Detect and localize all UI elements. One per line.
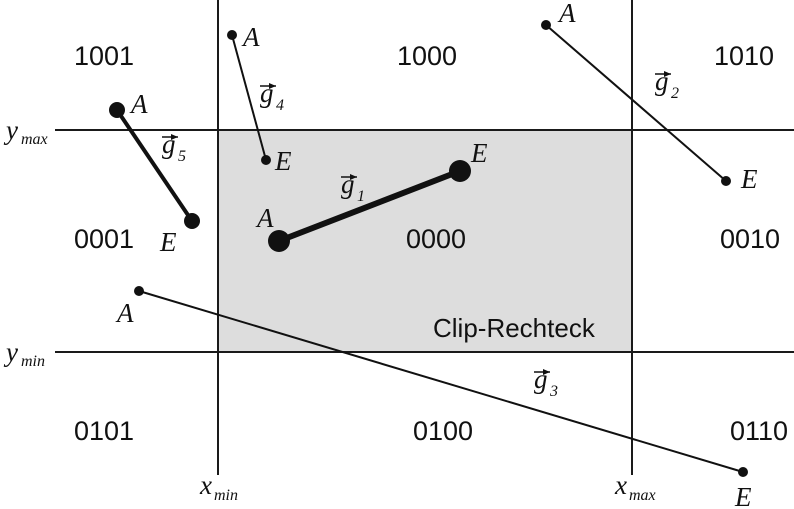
- svg-text:min: min: [21, 353, 45, 370]
- x-max-label: x max: [614, 470, 656, 504]
- segment-g1-start-label: A: [255, 203, 274, 233]
- code-bot-left: 0101: [74, 416, 134, 446]
- svg-text:y: y: [3, 337, 18, 367]
- segment-g4-end-point: [261, 155, 271, 165]
- segment-g5: A E g 5: [109, 89, 200, 257]
- segment-g3-name: g: [534, 364, 548, 394]
- code-top-mid: 1000: [397, 41, 457, 71]
- segment-g3-end-label: E: [734, 482, 752, 509]
- segment-g5-end-point: [184, 213, 200, 229]
- segment-g5-name: g: [162, 129, 176, 159]
- code-mid-right: 0010: [720, 224, 780, 254]
- segment-g1-line: [277, 168, 462, 244]
- code-top-right: 1010: [714, 41, 774, 71]
- segment-g2-name: g: [655, 66, 669, 96]
- clip-rectangle-label: Clip-Rechteck: [433, 313, 596, 343]
- code-bot-right: 0110: [730, 416, 788, 446]
- segment-g1-sub: 1: [357, 188, 365, 205]
- segment-g5-start-label: A: [129, 89, 148, 119]
- segment-g1-end-point: [449, 160, 471, 182]
- segment-g3: A E g 3: [115, 286, 752, 509]
- y-max-label: y max: [3, 115, 48, 148]
- segment-g4-line: [231, 34, 267, 161]
- segment-g1: A E g 1: [255, 138, 488, 252]
- segment-g4-start-label: A: [241, 22, 260, 52]
- segment-g4-end-label: E: [274, 146, 292, 176]
- segment-g5-line: [115, 108, 194, 223]
- svg-text:y: y: [3, 115, 18, 145]
- svg-text:x: x: [614, 470, 627, 500]
- segment-g2-start-point: [541, 20, 551, 30]
- code-bot-mid: 0100: [413, 416, 473, 446]
- segment-g3-line: [138, 290, 744, 473]
- segment-g3-end-point: [738, 467, 748, 477]
- segment-g5-start-point: [109, 102, 125, 118]
- segment-g2-end-point: [721, 176, 731, 186]
- segment-g4-name: g: [260, 78, 274, 108]
- segment-g5-end-label: E: [159, 227, 177, 257]
- segment-g2-line: [545, 24, 727, 182]
- segment-g2: A E g 2: [541, 0, 758, 194]
- code-top-left: 1001: [74, 41, 134, 71]
- segment-g3-start-point: [134, 286, 144, 296]
- code-mid-left: 0001: [74, 224, 134, 254]
- svg-text:max: max: [21, 131, 48, 148]
- code-center: 0000: [406, 224, 466, 254]
- x-min-label: x min: [199, 470, 238, 504]
- y-min-label: y min: [3, 337, 45, 370]
- segment-g3-start-label: A: [115, 298, 134, 328]
- segment-g4: A E g 4: [227, 22, 292, 176]
- segment-g1-end-label: E: [470, 138, 488, 168]
- svg-text:max: max: [629, 487, 656, 504]
- segment-g2-sub: 2: [671, 85, 679, 102]
- svg-text:min: min: [214, 487, 238, 504]
- segment-g2-end-label: E: [740, 164, 758, 194]
- segment-g5-sub: 5: [178, 148, 186, 165]
- segment-g2-start-label: A: [557, 0, 576, 28]
- svg-text:x: x: [199, 470, 212, 500]
- segment-g1-name: g: [341, 169, 355, 199]
- segment-g1-start-point: [268, 230, 290, 252]
- segment-g4-sub: 4: [276, 97, 284, 114]
- segment-g4-start-point: [227, 30, 237, 40]
- segment-g3-sub: 3: [549, 383, 558, 400]
